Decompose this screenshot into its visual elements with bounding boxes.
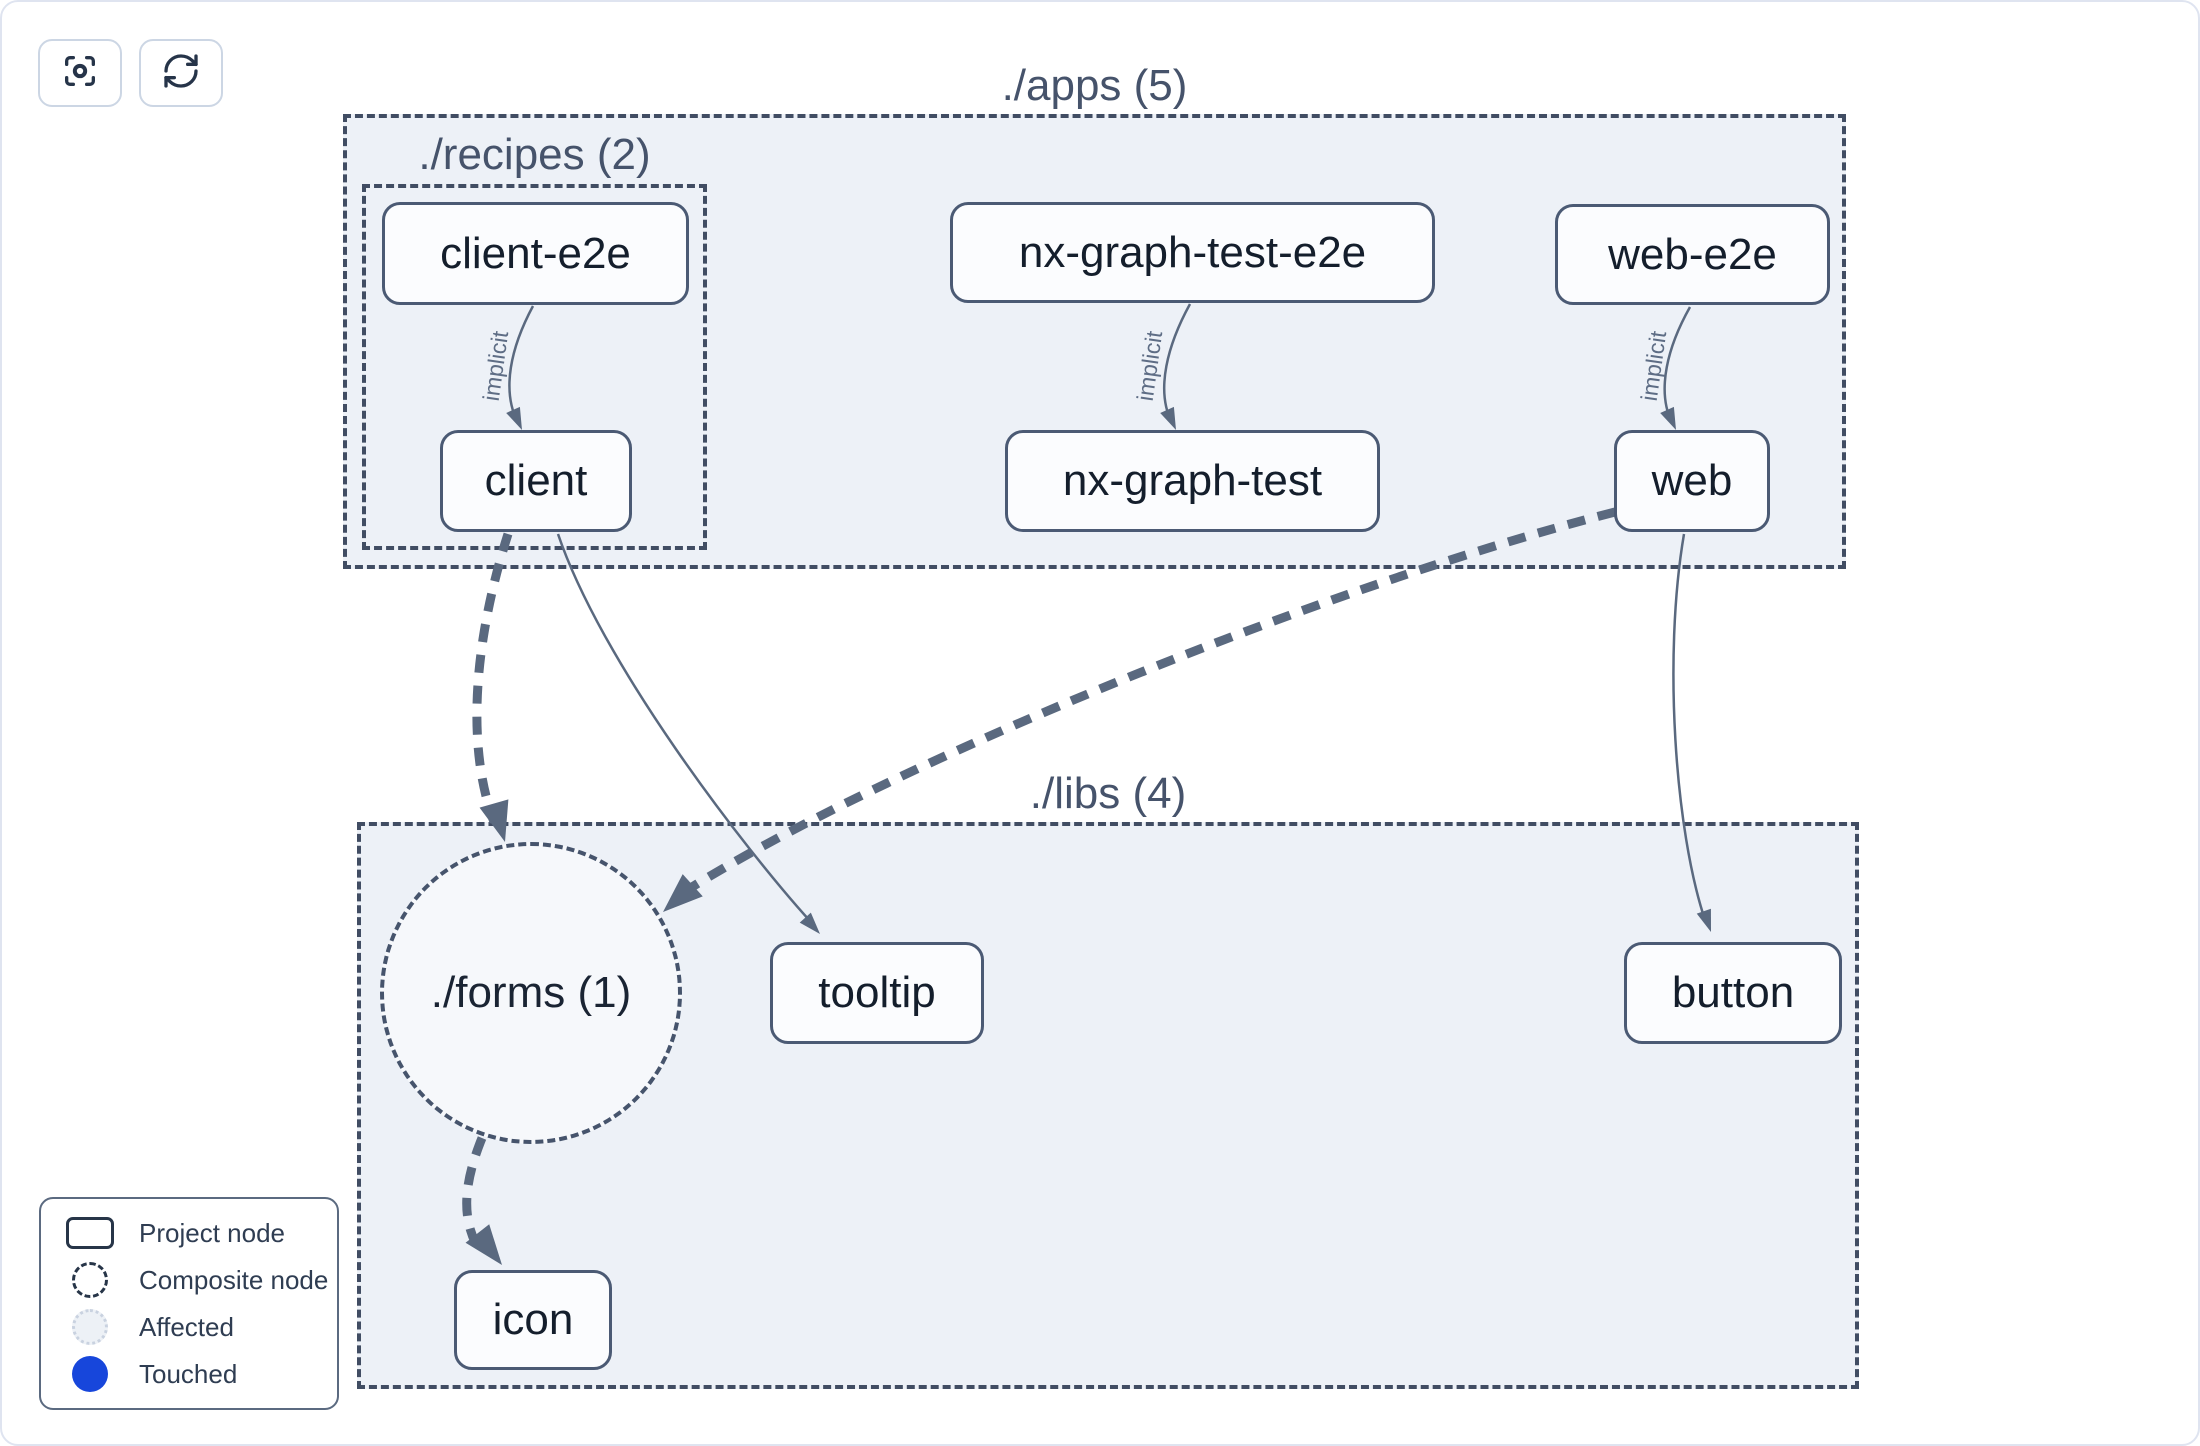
- project-node-nx-graph-test[interactable]: nx-graph-test: [1005, 430, 1380, 532]
- composite-node-forms-label: ./forms (1): [430, 968, 632, 1017]
- center-graph-button[interactable]: [38, 39, 122, 107]
- touched-swatch: [72, 1356, 108, 1392]
- project-node-web[interactable]: web: [1614, 430, 1770, 532]
- legend-item-touched: Touched: [41, 1351, 337, 1398]
- project-node-swatch: [66, 1217, 114, 1249]
- refresh-graph-button[interactable]: [139, 39, 223, 107]
- project-node-web-e2e[interactable]: web-e2e: [1555, 204, 1830, 305]
- legend-label: Touched: [139, 1358, 238, 1389]
- composite-node-swatch: [72, 1262, 108, 1298]
- affected-swatch: [72, 1309, 108, 1345]
- project-node-client-e2e[interactable]: client-e2e: [382, 202, 689, 305]
- composite-node-forms[interactable]: ./forms (1): [380, 842, 682, 1144]
- group-apps-label[interactable]: ./apps (5): [1001, 61, 1188, 110]
- legend-item-composite-node: Composite node: [41, 1257, 337, 1304]
- focus-crosshair-icon: [60, 51, 100, 96]
- project-node-nx-graph-test-e2e[interactable]: nx-graph-test-e2e: [950, 202, 1435, 303]
- legend-label: Project node: [139, 1217, 285, 1248]
- legend-item-project-node: Project node: [41, 1210, 337, 1257]
- legend-label: Composite node: [139, 1264, 329, 1295]
- project-node-icon[interactable]: icon: [454, 1270, 612, 1370]
- project-node-tooltip[interactable]: tooltip: [770, 942, 984, 1044]
- refresh-icon: [161, 51, 201, 96]
- legend-panel: Project node Composite node Affected Tou…: [39, 1197, 339, 1410]
- group-recipes-label[interactable]: ./recipes (2): [418, 130, 651, 179]
- project-node-client[interactable]: client: [440, 430, 632, 532]
- legend-label: Affected: [139, 1311, 234, 1342]
- legend-item-affected: Affected: [41, 1304, 337, 1351]
- project-node-button[interactable]: button: [1624, 942, 1842, 1044]
- group-recipes[interactable]: [362, 184, 707, 550]
- group-libs-label[interactable]: ./libs (4): [1029, 769, 1187, 818]
